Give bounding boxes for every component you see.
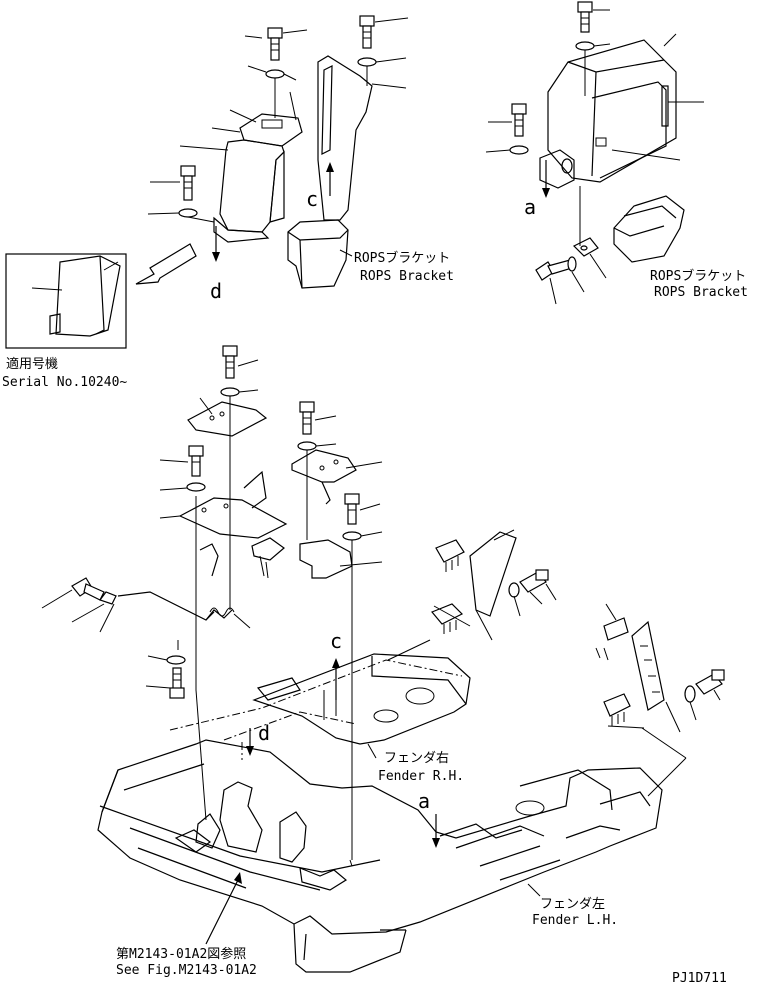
bolt-icon: [222, 345, 238, 379]
washer-icon: [342, 531, 362, 541]
fender-lh-en: Fender L.H.: [532, 913, 618, 928]
rops-bracket-en-2: ROPS Bracket: [654, 285, 748, 300]
washer-icon: [220, 387, 240, 397]
washer-icon: [567, 256, 577, 272]
bolt-icon: [519, 569, 549, 593]
washer-icon: [509, 145, 529, 155]
marker-a-top: a: [524, 195, 536, 219]
marker-c-top: c: [306, 187, 318, 211]
serial-jp: 適用号機: [6, 356, 58, 372]
washer-icon: [508, 582, 520, 598]
right-cover-assembly: a ROPSブラケット ROPS Bracket: [485, 1, 748, 305]
center-cover-assembly: c ROPSブラケット ROPS Bracket: [287, 15, 454, 289]
bolt-icon: [267, 27, 283, 61]
marker-a-frame: a: [418, 789, 430, 813]
right-side-brackets: [431, 529, 725, 733]
left-cover-assembly: d: [135, 27, 308, 303]
fender-rh-jp: フェンダ右: [384, 751, 449, 766]
washer-icon: [166, 655, 186, 665]
rops-bracket-jp-1: ROPSブラケット: [354, 250, 450, 266]
serial-en: Serial No.10240~: [2, 375, 127, 390]
floor-frame: d フェンダ右 Fender R.H. a: [97, 639, 687, 978]
see-fig-en: See Fig.M2143-01A2: [116, 963, 257, 978]
rops-bracket-jp-2: ROPSブラケット: [650, 268, 746, 284]
bolt-icon: [511, 103, 527, 137]
washer-icon: [178, 208, 198, 218]
washer-icon: [357, 57, 377, 67]
washer-icon: [186, 482, 206, 492]
inset-serial: 適用号機 Serial No.10240~: [2, 253, 127, 390]
bolt-icon: [535, 259, 573, 281]
bolt-icon: [344, 493, 360, 525]
washer-icon: [297, 441, 317, 451]
marker-c-mid: c: [330, 629, 342, 653]
fender-lh-jp: フェンダ左: [540, 897, 605, 912]
bolt-icon: [577, 1, 593, 33]
rops-bracket-en-1: ROPS Bracket: [360, 269, 454, 284]
washer-icon: [265, 69, 285, 79]
bolt-icon: [359, 15, 375, 49]
fender-rh-en: Fender R.H.: [378, 769, 464, 784]
bolt-icon: [299, 401, 315, 435]
bolt-icon: [71, 577, 105, 601]
marker-d-frame: d: [258, 721, 270, 745]
bolt-icon: [188, 445, 204, 477]
drawing-number: PJ1D711: [672, 971, 727, 984]
marker-d: d: [210, 279, 222, 303]
washer-icon: [684, 685, 696, 703]
washer-icon: [575, 41, 595, 51]
bolt-icon: [169, 667, 185, 699]
see-fig-jp: 第M2143-01A2図参照: [116, 946, 246, 962]
bolt-icon: [180, 165, 196, 201]
middle-bracket-assembly: c: [41, 345, 383, 860]
bolt-icon: [695, 669, 725, 695]
